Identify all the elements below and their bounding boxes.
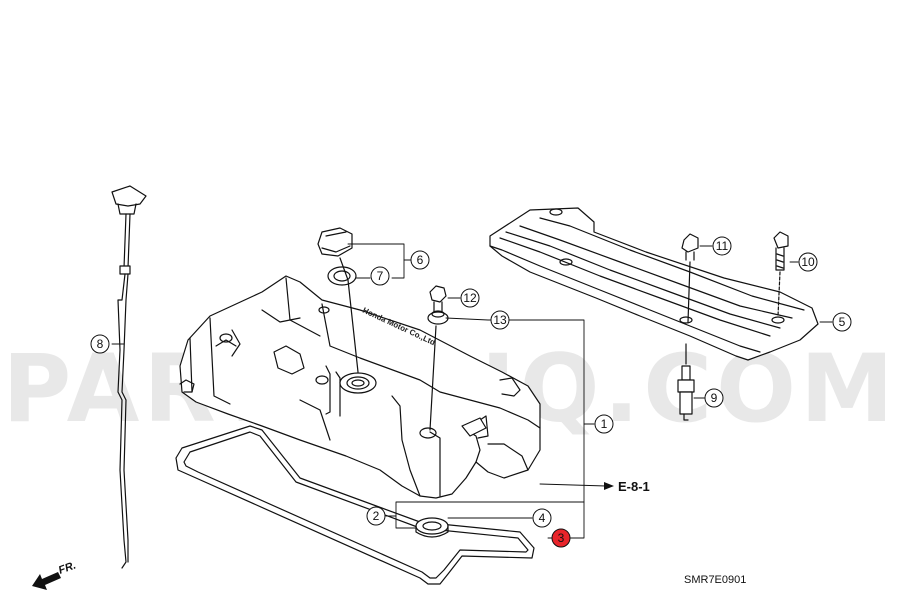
reference-arrowhead bbox=[604, 482, 614, 490]
callout-12[interactable]: 12 bbox=[460, 288, 480, 308]
callout-2[interactable]: 2 bbox=[366, 506, 386, 526]
svg-text:4: 4 bbox=[539, 511, 546, 525]
front-label: FR. bbox=[57, 559, 78, 576]
spark-plug[interactable] bbox=[677, 365, 695, 421]
callout-3[interactable]: 3 bbox=[551, 528, 571, 548]
dipstick[interactable] bbox=[111, 185, 147, 569]
diagram-code: SMR7E0901 bbox=[684, 574, 746, 586]
svg-text:12: 12 bbox=[463, 291, 477, 305]
callout-4[interactable]: 4 bbox=[532, 508, 552, 528]
stud-bolt-short[interactable] bbox=[681, 233, 699, 261]
svg-text:8: 8 bbox=[97, 337, 104, 351]
cover-bolt[interactable] bbox=[429, 285, 447, 313]
reference-label[interactable]: E-8-1 bbox=[618, 479, 650, 494]
callout-6[interactable]: 6 bbox=[410, 250, 430, 270]
head-cover-gasket[interactable] bbox=[175, 425, 535, 585]
ignition-coil-cover[interactable] bbox=[489, 207, 819, 361]
oil-filler-cap-gasket[interactable] bbox=[327, 266, 357, 286]
svg-text:10: 10 bbox=[801, 255, 815, 269]
callout-leaders bbox=[111, 243, 833, 539]
callout-7[interactable]: 7 bbox=[370, 266, 390, 286]
callout-1[interactable]: 1 bbox=[594, 414, 614, 434]
svg-text:13: 13 bbox=[493, 313, 507, 327]
cylinder-head-cover[interactable] bbox=[179, 275, 541, 499]
svg-text:1: 1 bbox=[601, 417, 608, 431]
cap-leader-line bbox=[339, 257, 359, 373]
callout-9[interactable]: 9 bbox=[704, 388, 724, 408]
stud-short-leader bbox=[687, 261, 691, 323]
svg-text:6: 6 bbox=[417, 253, 424, 267]
front-direction-arrow bbox=[32, 572, 61, 590]
stud-bolt-long[interactable] bbox=[773, 231, 789, 271]
callout-10[interactable]: 10 bbox=[798, 252, 818, 272]
svg-text:2: 2 bbox=[373, 509, 380, 523]
svg-text:9: 9 bbox=[711, 391, 718, 405]
cover-washer[interactable] bbox=[427, 310, 449, 325]
stud-long-leader bbox=[777, 271, 781, 317]
callout-13[interactable]: 13 bbox=[490, 310, 510, 330]
callout-8[interactable]: 8 bbox=[90, 334, 110, 354]
spark-plug-tube-seal[interactable] bbox=[415, 517, 449, 538]
svg-text:5: 5 bbox=[839, 315, 846, 329]
callout-5[interactable]: 5 bbox=[832, 312, 852, 332]
bolt-leader-line bbox=[429, 325, 437, 431]
svg-text:11: 11 bbox=[716, 239, 729, 253]
svg-text:7: 7 bbox=[377, 269, 384, 283]
callout-11[interactable]: 11 bbox=[712, 236, 732, 256]
oil-filler-cap[interactable] bbox=[317, 227, 353, 257]
svg-text:3: 3 bbox=[558, 531, 565, 545]
